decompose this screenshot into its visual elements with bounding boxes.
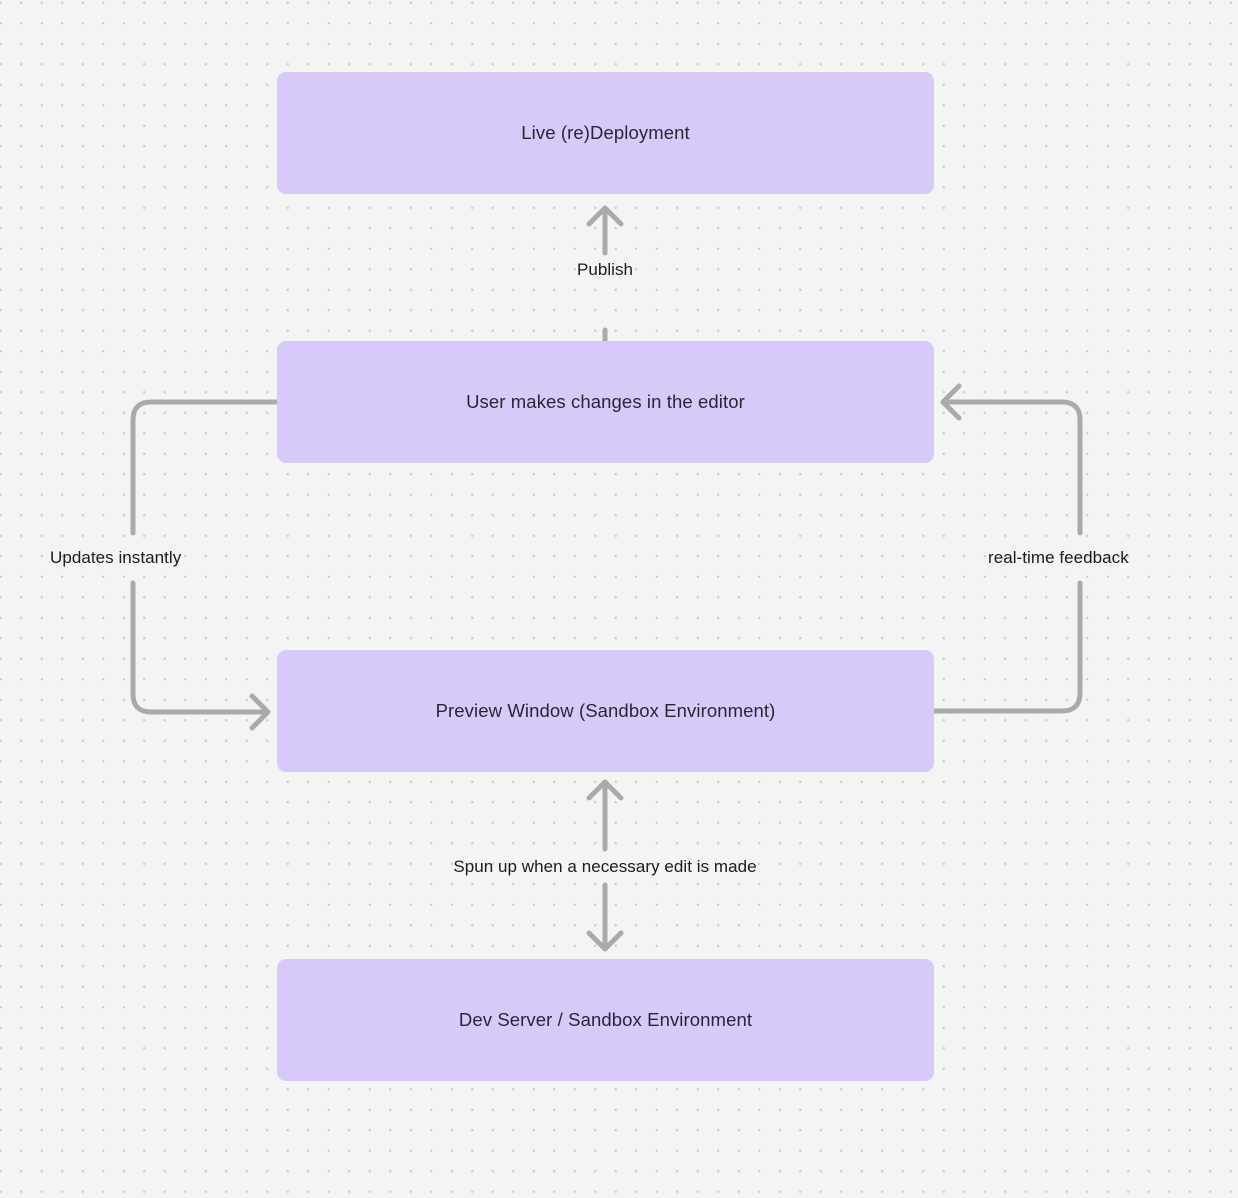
- arrowhead-down-icon: [586, 930, 624, 952]
- node-preview-window[interactable]: Preview Window (Sandbox Environment): [277, 650, 934, 772]
- edge-label-updates-instantly: Updates instantly: [50, 548, 182, 567]
- node-user-edits-label: User makes changes in the editor: [466, 391, 745, 413]
- arrowhead-right-icon: [249, 693, 271, 731]
- arrowhead-up-icon: [586, 779, 624, 801]
- node-preview-window-label: Preview Window (Sandbox Environment): [435, 700, 776, 722]
- edge-label-real-time-feedback: real-time feedback: [988, 548, 1129, 567]
- arrowhead-up-icon: [586, 205, 624, 227]
- node-dev-server[interactable]: Dev Server / Sandbox Environment: [277, 959, 934, 1081]
- edge-label-publish: Publish: [576, 260, 634, 279]
- node-live-deployment[interactable]: Live (re)Deployment: [277, 72, 934, 194]
- arrowhead-left-icon: [940, 383, 962, 421]
- node-user-edits[interactable]: User makes changes in the editor: [277, 341, 934, 463]
- node-dev-server-label: Dev Server / Sandbox Environment: [458, 1009, 753, 1031]
- edge-label-spun-up: Spun up when a necessary edit is made: [453, 857, 757, 876]
- node-live-deployment-label: Live (re)Deployment: [521, 122, 690, 144]
